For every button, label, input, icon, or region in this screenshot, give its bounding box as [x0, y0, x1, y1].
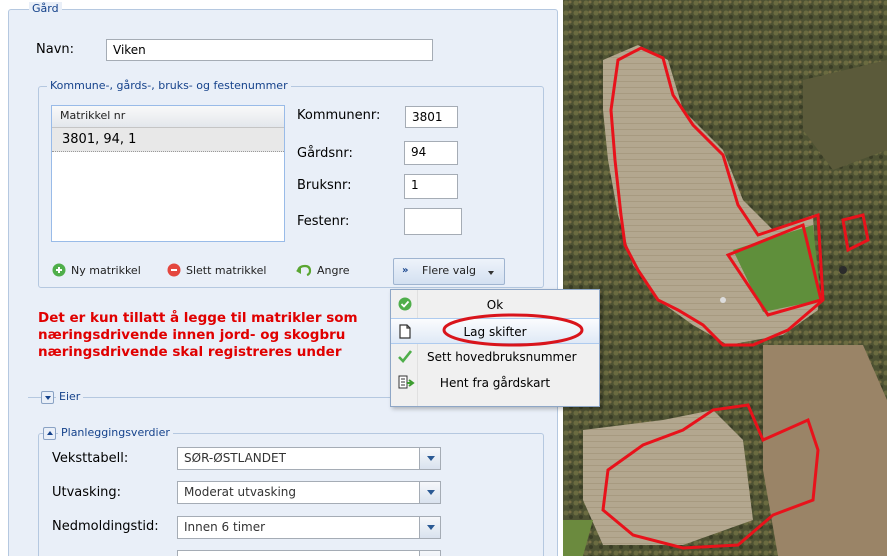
- name-input[interactable]: Viken: [106, 39, 433, 61]
- more-options-button[interactable]: » Flere valg: [393, 258, 505, 285]
- map-canvas: [563, 0, 887, 556]
- nedmolding-label: Nedmoldingstid:: [52, 519, 159, 534]
- grid-row-value: 3801, 94, 1: [62, 132, 137, 147]
- matrikkel-grid: Matrikkel nr 3801, 94, 1: [51, 105, 285, 242]
- new-document-icon: [399, 324, 411, 339]
- field-outline-east[interactable]: [841, 213, 870, 253]
- undo-icon: [296, 264, 312, 277]
- menu-icon-separator: [417, 290, 418, 406]
- eier-expand-toggle[interactable]: [41, 391, 54, 404]
- more-options-label: Flere valg: [422, 264, 476, 277]
- menu-item-hent-fra-gardskart-label: Hent fra gårdskart: [439, 376, 551, 390]
- utvasking-dropdown-trigger[interactable]: [419, 481, 441, 504]
- delete-matrikkel-button[interactable]: Slett matrikkel: [167, 263, 266, 279]
- menu-item-lag-skifter[interactable]: Lag skifter: [391, 318, 599, 344]
- undo-button[interactable]: Angre: [296, 263, 350, 279]
- planlegging-section-title: Planleggingsverdier: [58, 426, 173, 439]
- field-outline-green[interactable]: [725, 222, 823, 317]
- matrikkel-group: Kommune-, gårds-, bruks- og festenummer: [38, 79, 544, 288]
- nedmolding-dropdown-trigger[interactable]: [419, 516, 441, 539]
- undo-label: Angre: [317, 264, 350, 277]
- warning-line-3: næringsdrivende skal registreres under: [38, 344, 342, 360]
- gardsnr-input[interactable]: 94: [404, 141, 458, 165]
- eier-section-line: [28, 397, 550, 398]
- grid-header[interactable]: Matrikkel nr: [52, 106, 284, 128]
- import-map-icon: [398, 375, 415, 389]
- field-outline-south[interactable]: [601, 403, 820, 550]
- highlight-ellipse: [442, 313, 584, 347]
- add-matrikkel-label: Ny matrikkel: [71, 264, 141, 277]
- nedmolding-select[interactable]: Innen 6 timer: [177, 516, 441, 539]
- grid-header-label: Matrikkel nr: [60, 109, 126, 122]
- next-select[interactable]: [177, 550, 441, 556]
- add-matrikkel-button[interactable]: Ny matrikkel: [52, 263, 141, 279]
- menu-item-sett-hovedbruksnummer-label: Sett hovedbruksnummer: [427, 350, 577, 364]
- expand-icon: [45, 396, 51, 400]
- menu-item-ok-label: Ok: [486, 298, 504, 312]
- warning-line-2: næringsdrivende innen jord- og skogbru: [38, 327, 346, 343]
- veksttabell-label: Veksttabell:: [52, 451, 129, 466]
- utvasking-value: Moderat utvasking: [184, 485, 297, 499]
- table-row[interactable]: 3801, 94, 1: [52, 128, 284, 152]
- bruksnr-input[interactable]: 1: [404, 174, 458, 199]
- next-dropdown-trigger[interactable]: [419, 550, 441, 556]
- caret-down-icon: [488, 271, 494, 275]
- nedmolding-value: Innen 6 timer: [184, 520, 266, 534]
- name-label: Navn:: [36, 42, 75, 57]
- more-options-menu: Ok Lag skifter Sett hovedbruksnummer Hen…: [390, 289, 600, 407]
- collapse-icon: [47, 431, 53, 435]
- veksttabell-dropdown-trigger[interactable]: [419, 447, 441, 470]
- kommunenr-input[interactable]: 3801: [405, 106, 458, 128]
- kommunenr-label: Kommunenr:: [297, 108, 381, 123]
- check-circle-icon: [398, 297, 412, 311]
- veksttabell-select[interactable]: SØR-ØSTLANDET: [177, 447, 441, 470]
- warning-line-1: Det er kun tillatt å legge til matrikler…: [38, 310, 358, 326]
- festenr-label: Festenr:: [297, 214, 350, 229]
- bruksnr-label: Bruksnr:: [297, 178, 352, 193]
- delete-icon: [167, 263, 181, 277]
- planlegging-collapse-toggle[interactable]: [43, 427, 56, 440]
- aerial-map[interactable]: [563, 0, 887, 556]
- eier-section-title: Eier: [56, 390, 84, 403]
- menu-item-sett-hovedbruksnummer[interactable]: Sett hovedbruksnummer: [391, 344, 599, 370]
- veksttabell-value: SØR-ØSTLANDET: [184, 451, 286, 465]
- gard-group-title: Gård: [29, 2, 62, 16]
- add-icon: [52, 263, 66, 277]
- delete-matrikkel-label: Slett matrikkel: [186, 264, 267, 277]
- double-chevron-right-icon: »: [402, 265, 409, 276]
- checkmark-icon: [398, 350, 412, 363]
- utvasking-label: Utvasking:: [52, 485, 122, 500]
- utvasking-select[interactable]: Moderat utvasking: [177, 481, 441, 504]
- festenr-input[interactable]: [404, 208, 462, 235]
- gardsnr-label: Gårdsnr:: [297, 146, 353, 161]
- matrikkel-group-title: Kommune-, gårds-, bruks- og festenummer: [47, 79, 291, 93]
- form-panel: Gård Navn: Viken Kommune-, gårds-, bruks…: [8, 2, 558, 556]
- field-outline-north[interactable]: [609, 46, 825, 347]
- menu-item-hent-fra-gardskart[interactable]: Hent fra gårdskart: [391, 370, 599, 396]
- menu-item-ok[interactable]: Ok: [391, 292, 599, 318]
- menu-item-lag-skifter-label: Lag skifter: [463, 325, 527, 339]
